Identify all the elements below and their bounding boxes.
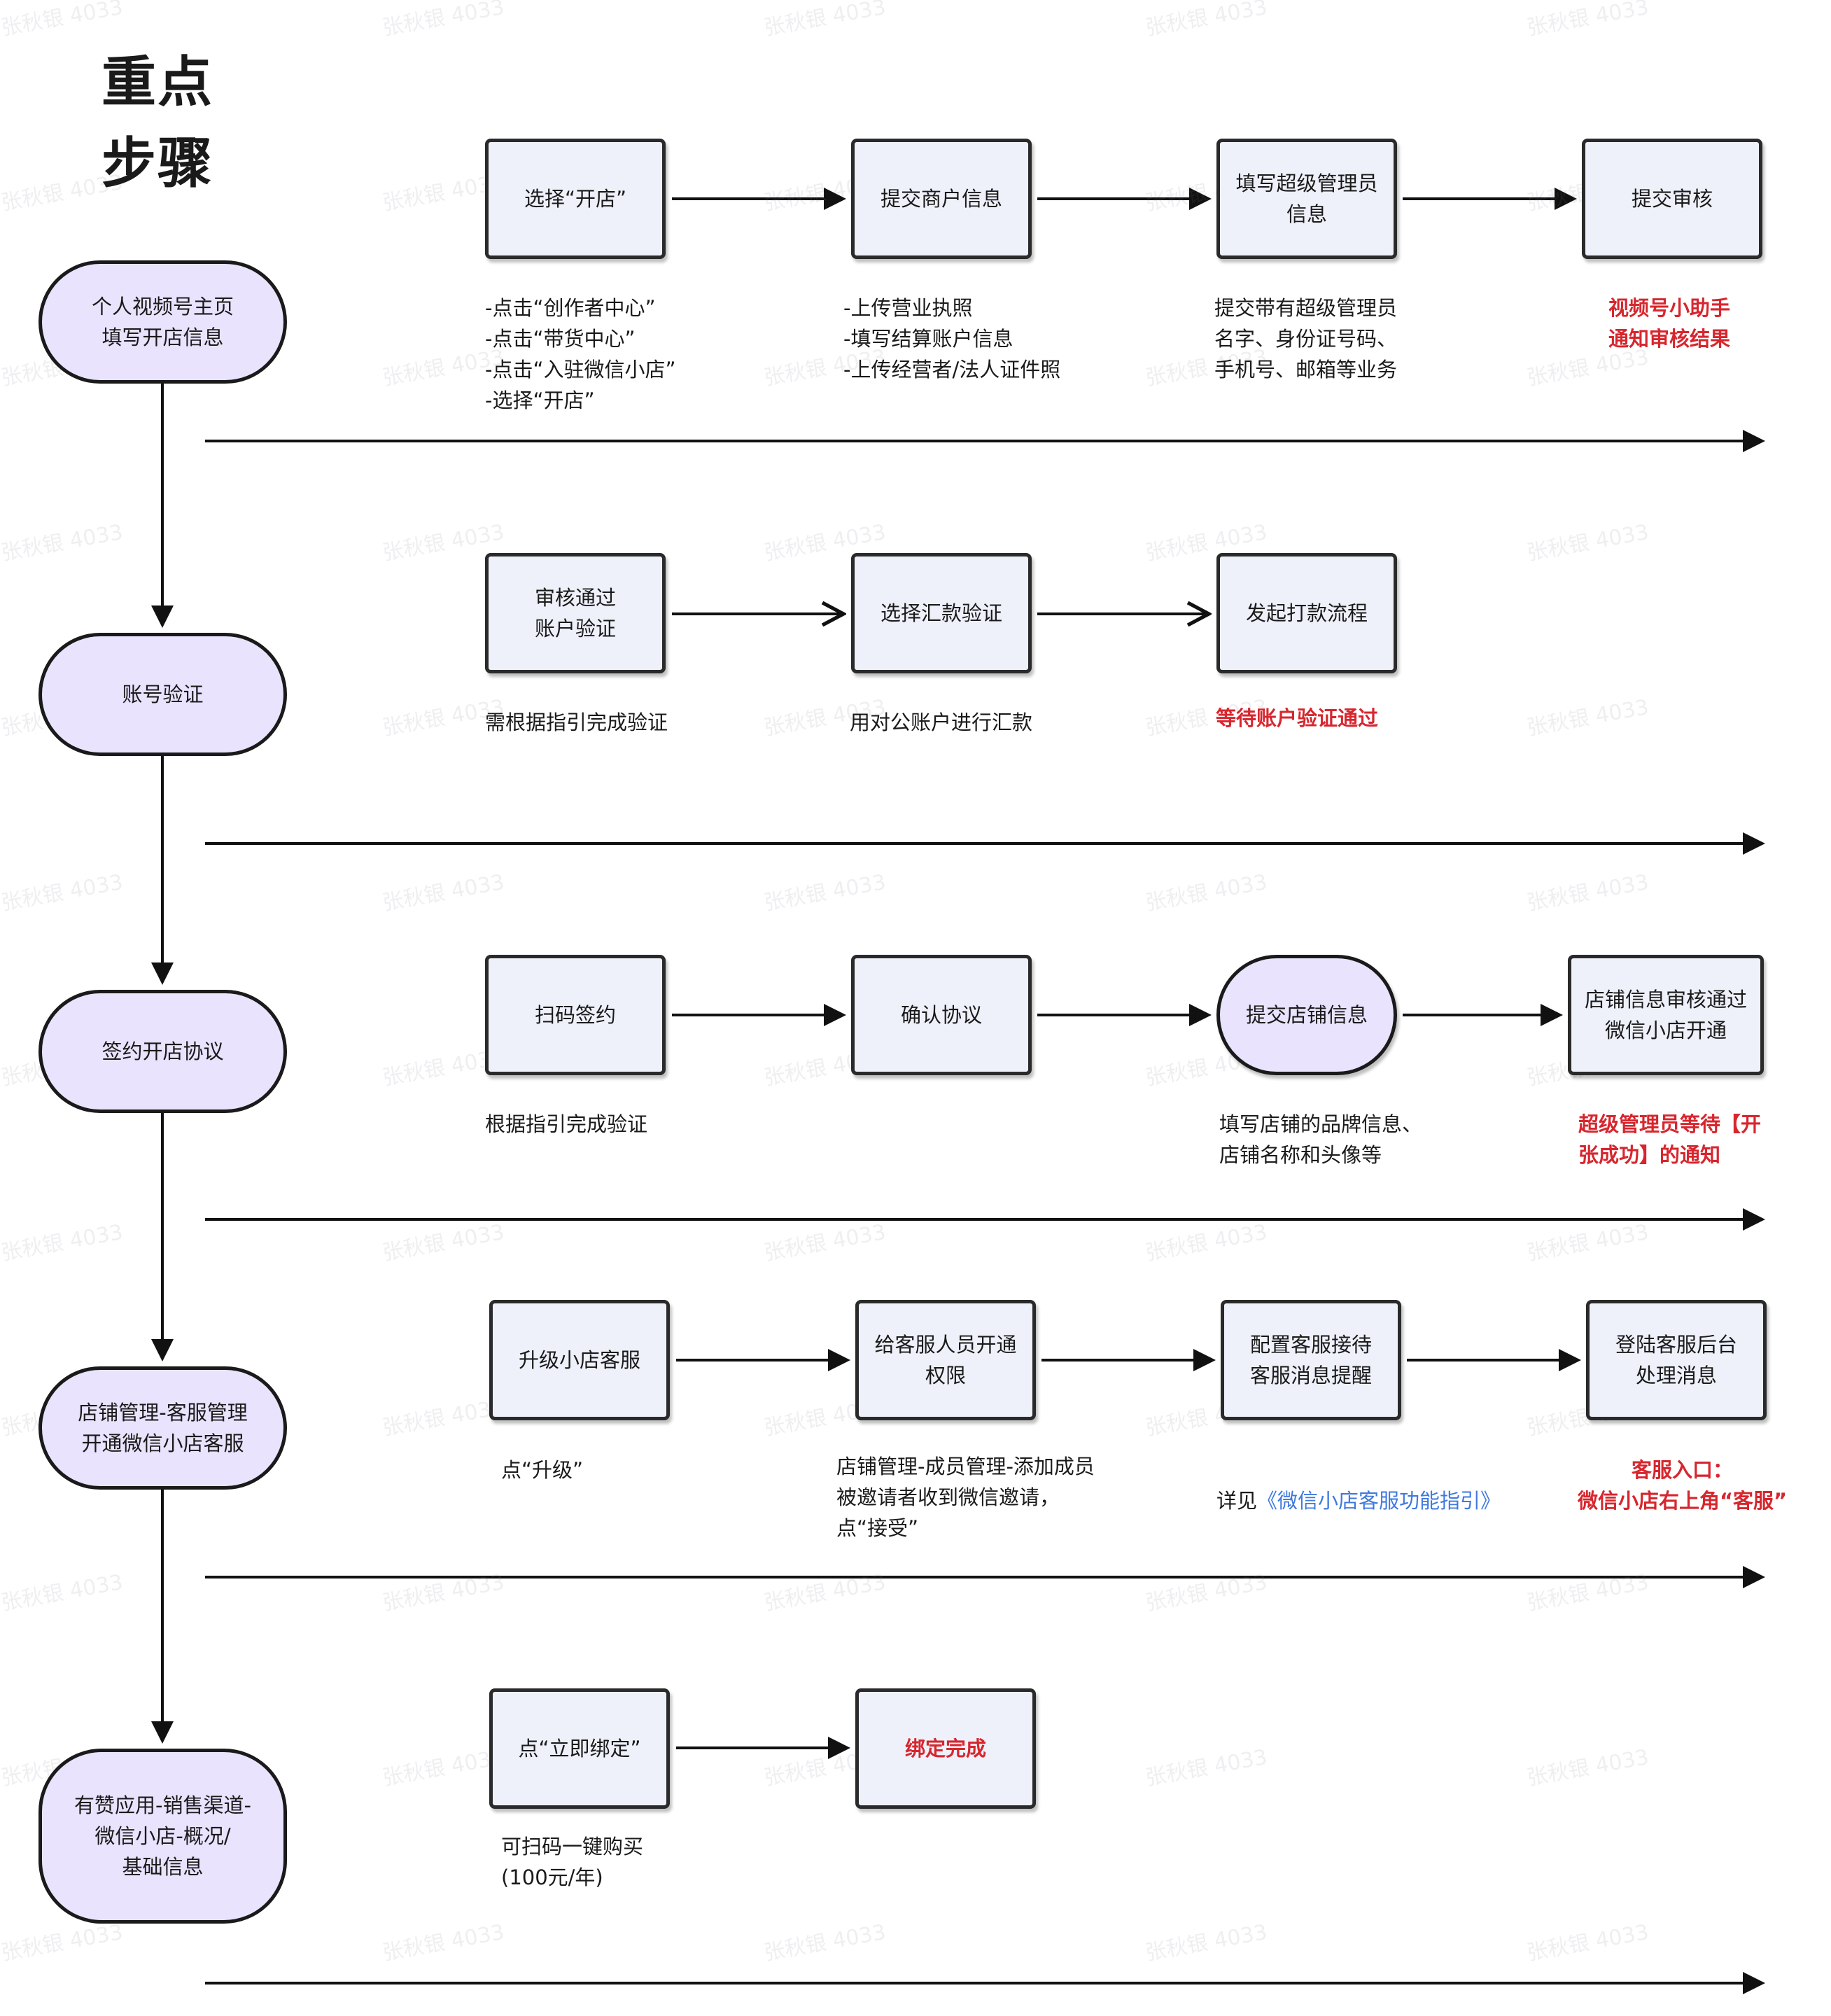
note-prefix: 详见 — [1216, 1489, 1258, 1513]
step-note: 可扫码一键购买 (100元/年) — [501, 1835, 644, 1889]
step-pill: 提交店铺信息 — [1216, 955, 1397, 1075]
step-box: 选择汇款验证 — [851, 553, 1032, 673]
step-box: 提交审核 — [1582, 139, 1762, 259]
result-note: 等待账户验证通过 — [1216, 706, 1379, 730]
step-box: 配置客服接待 客服消息提醒 — [1221, 1300, 1401, 1420]
stage-youzan-channel: 有赞应用-销售渠道- 微信小店-概况/ 基础信息 — [38, 1749, 287, 1924]
step-note: -上传营业执照 -填写结算账户信息 -上传经营者/法人证件照 — [843, 296, 1061, 382]
result-note: 视频号小助手 通知审核结果 — [1608, 296, 1731, 351]
stage-account-verify: 账号验证 — [38, 633, 287, 756]
stage-personal-channel: 个人视频号主页 填写开店信息 — [38, 260, 287, 384]
step-note: 需根据指引完成验证 — [485, 710, 668, 734]
step-box: 填写超级管理员 信息 — [1216, 139, 1397, 259]
step-note: 点“升级” — [501, 1458, 584, 1482]
step-box: 审核通过 账户验证 — [485, 553, 666, 673]
page-title: 重点 步骤 — [101, 51, 214, 195]
step-box: 扫码签约 — [485, 955, 666, 1075]
step-note: -点击“创作者中心” -点击“带货中心” -点击“入驻微信小店” -选择“开店” — [485, 296, 676, 412]
step-box: 选择“开店” — [485, 139, 666, 259]
step-box: 提交商户信息 — [851, 139, 1032, 259]
result-note: 超级管理员等待【开 张成功】的通知 — [1578, 1112, 1762, 1167]
step-box: 发起打款流程 — [1216, 553, 1397, 673]
step-box-complete: 绑定完成 — [855, 1688, 1036, 1809]
guide-link[interactable]: 《微信小店客服功能指引》 — [1257, 1489, 1501, 1513]
step-box: 登陆客服后台 处理消息 — [1586, 1300, 1767, 1420]
result-note: 客服入口： 微信小店右上角“客服” — [1578, 1458, 1788, 1513]
step-note: 详见《微信小店客服功能指引》 — [1216, 1455, 1501, 1516]
step-box: 点“立即绑定” — [489, 1688, 670, 1809]
step-box: 给客服人员开通 权限 — [855, 1300, 1036, 1420]
stage-sign-agreement: 签约开店协议 — [38, 990, 287, 1113]
step-box: 店铺信息审核通过 微信小店开通 — [1568, 955, 1764, 1075]
step-note: 店铺管理-成员管理-添加成员 被邀请者收到微信邀请， 点“接受” — [836, 1455, 1095, 1540]
stage-customer-service: 店铺管理-客服管理 开通微信小店客服 — [38, 1366, 287, 1490]
step-box: 确认协议 — [851, 955, 1032, 1075]
step-note: 用对公账户进行汇款 — [850, 710, 1033, 734]
step-note: 填写店铺的品牌信息、 店铺名称和头像等 — [1219, 1112, 1423, 1167]
step-box: 升级小店客服 — [489, 1300, 670, 1420]
step-note: 根据指引完成验证 — [485, 1112, 648, 1136]
step-note: 提交带有超级管理员 名字、身份证号码、 手机号、邮箱等业务 — [1214, 296, 1398, 382]
